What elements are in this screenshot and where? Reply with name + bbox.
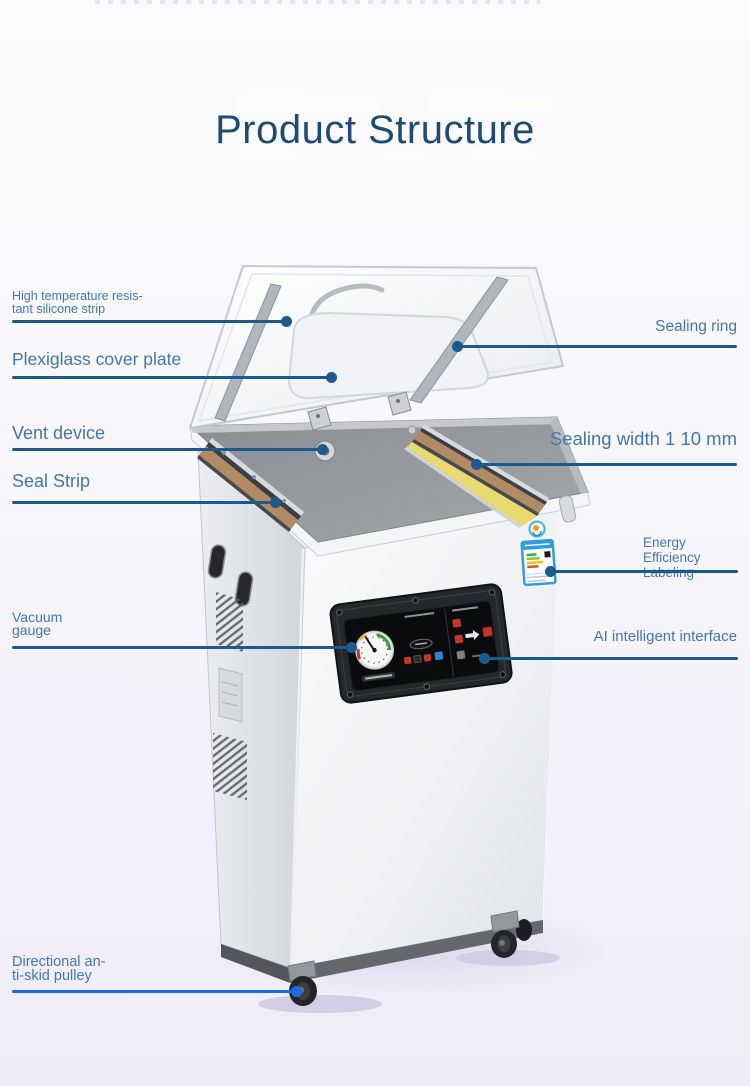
top-edge-artifacts (95, 0, 540, 4)
wheel-shadow (456, 950, 560, 966)
callout-label-high-temperature-silicone-strip: High temperature resis- tant silicone st… (12, 289, 143, 316)
callout-dot (479, 653, 490, 664)
deck-back-rim (190, 417, 560, 433)
ghost-text-remnant (506, 96, 552, 112)
cabinet-right-edge-highlight (542, 505, 561, 921)
ghost-text-remnant (312, 97, 378, 113)
control-panel (329, 583, 513, 704)
callout-line-vacuum-gauge (12, 642, 357, 653)
callout-dot (281, 316, 292, 327)
ghost-text-remnant (474, 149, 534, 160)
callout-line-energy-efficiency-labeling (545, 566, 738, 577)
callout-line-sealing-ring (452, 341, 737, 352)
lid-handle-shade (307, 283, 385, 325)
page-title: Product Structure (215, 108, 535, 152)
cabinet-base-left (221, 944, 290, 983)
seal-bar-front (197, 438, 304, 532)
callout-label-ai-intelligent-interface: AI intelligent interface (593, 628, 737, 645)
callout-label-vacuum-gauge: Vacuum gauge (12, 609, 63, 639)
callout-line-plexiglass-cover-plate (12, 372, 337, 383)
lid-hinges (307, 391, 412, 431)
certification-badge (528, 520, 546, 538)
callout-label-directional-anti-skid-pulley: Directional an- ti-skid pulley (12, 954, 106, 984)
callout-line-sealing-width (471, 459, 737, 470)
vacuum-gauge (355, 630, 396, 682)
wheel-shadow (258, 995, 382, 1013)
callout-label-sealing-width: Sealing width 1 10 mm (549, 428, 737, 449)
corner-trim (558, 495, 577, 523)
callout-dot (471, 459, 482, 470)
ghost-text-remnant (240, 149, 292, 160)
cabinet-front (290, 504, 561, 969)
callout-line-high-temperature-silicone-strip (12, 316, 292, 327)
deck-right-rim (550, 417, 588, 494)
callout-label-energy-efficiency-labeling: Energy Efficiency Labeling (643, 535, 701, 580)
machine-lid (189, 265, 564, 429)
ghost-text-remnant (430, 92, 504, 112)
caster-wheel-front-left (287, 960, 317, 1006)
caster-wheel-front-right (490, 910, 520, 958)
silicone-strip-right (409, 276, 509, 404)
callout-label-vent-device: Vent device (12, 423, 106, 443)
callout-label-sealing-ring: Sealing ring (655, 318, 737, 335)
callout-label-plexiglass-cover-plate: Plexiglass cover plate (12, 349, 182, 369)
nameplate (218, 667, 243, 723)
callout-dot (452, 341, 463, 352)
callout-line-ai-intelligent-interface (479, 653, 738, 664)
silicone-strip-left (214, 283, 282, 422)
caster-wheel-back-right (516, 919, 532, 941)
ghost-text-remnant (238, 94, 308, 114)
callout-label-seal-strip: Seal Strip (12, 471, 91, 491)
callout-dot (545, 566, 556, 577)
cabinet-corner-highlight (289, 548, 305, 969)
ghost-text-remnant (383, 151, 421, 161)
side-handle-slot (207, 544, 227, 579)
callout-dot (326, 372, 337, 383)
energy-efficiency-label (520, 538, 557, 587)
plexiglass-window (287, 311, 489, 400)
vent-slats-lower (213, 733, 247, 800)
callout-dot (346, 642, 357, 653)
cabinet-base-front (290, 920, 543, 983)
callout-dot (291, 986, 302, 997)
callout-line-directional-anti-skid-pulley (12, 986, 302, 997)
vent-slats-upper (216, 592, 243, 652)
callout-dot (317, 444, 328, 455)
callout-line-vent-device (12, 444, 328, 455)
callout-line-seal-strip (12, 497, 281, 508)
callout-dot (270, 497, 281, 508)
